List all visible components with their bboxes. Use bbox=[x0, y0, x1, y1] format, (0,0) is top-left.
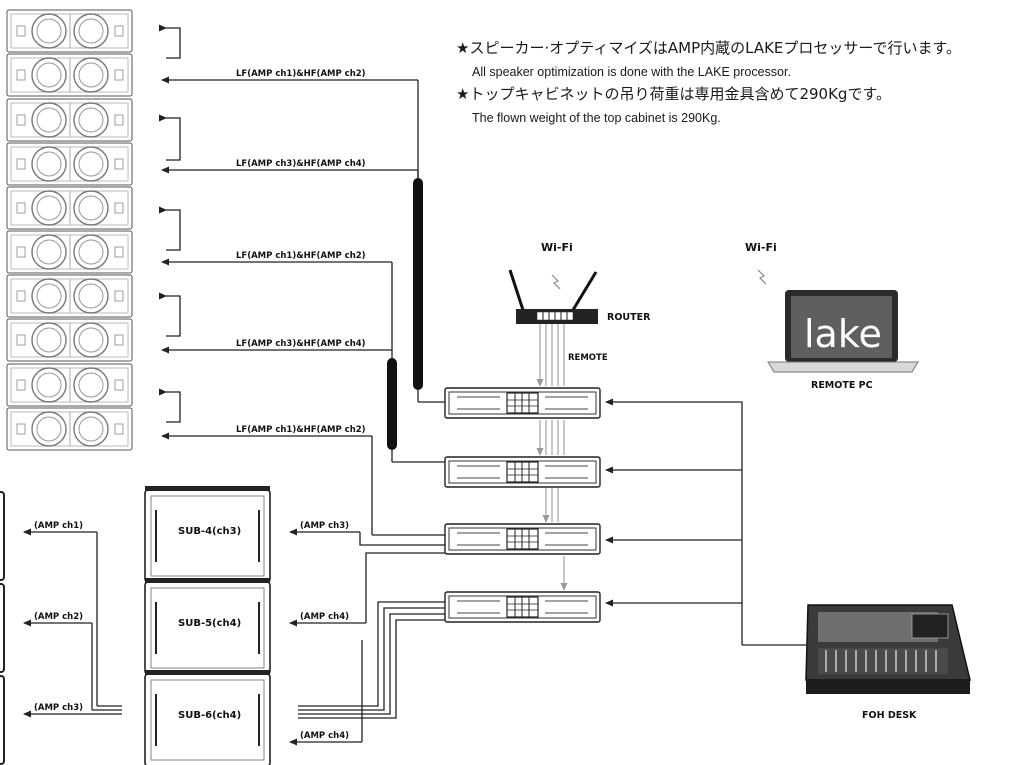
sub-feed-label: (AMP ch1) bbox=[34, 521, 83, 531]
notes-block: ★スピーカー·オプティマイズはAMP内蔵のLAKEプロセッサーで行います。 Al… bbox=[456, 38, 961, 128]
router-device bbox=[508, 269, 598, 324]
lake-logo: lake bbox=[804, 312, 882, 356]
sub-cabinet-label: SUB-5(ch4) bbox=[178, 618, 241, 629]
remote-label: REMOTE bbox=[568, 353, 608, 363]
network-links bbox=[536, 324, 568, 591]
note-jp-optimization: ★スピーカー·オプティマイズはAMP内蔵のLAKEプロセッサーで行います。 bbox=[456, 39, 961, 57]
line-array-stack bbox=[6, 9, 133, 451]
sub-feed-label: (AMP ch4) bbox=[300, 731, 349, 741]
feed-label: LF(AMP ch3)&HF(AMP ch4) bbox=[236, 339, 366, 349]
note-jp-weight: ★トップキャビネットの吊り荷重は専用金具含めて290Kgです。 bbox=[456, 85, 891, 103]
cable-bundles bbox=[387, 178, 423, 450]
amplifier-rack bbox=[444, 387, 601, 623]
sub-feed-label: (AMP ch2) bbox=[34, 612, 83, 622]
wifi-label-pc: Wi-Fi bbox=[745, 241, 777, 254]
line-array-labels: LF(AMP ch1)&HF(AMP ch2) LF(AMP ch3)&HF(A… bbox=[236, 69, 366, 435]
wifi-signal-icon bbox=[757, 269, 767, 285]
sub-feed-label: (AMP ch3) bbox=[300, 521, 349, 531]
sub-cabinet-label: SUB-6(ch4) bbox=[178, 710, 241, 721]
remote-pc-label: REMOTE PC bbox=[811, 380, 873, 391]
note-en-optimization: All speaker optimization is done with th… bbox=[472, 65, 791, 79]
left-edge-cabinets bbox=[0, 491, 5, 765]
feed-label: LF(AMP ch1)&HF(AMP ch2) bbox=[236, 425, 366, 435]
remote-pc-laptop bbox=[767, 290, 919, 373]
sub-feed-label: (AMP ch3) bbox=[34, 703, 83, 713]
wifi-signal-icon bbox=[551, 274, 561, 290]
feed-label: LF(AMP ch1)&HF(AMP ch2) bbox=[236, 251, 366, 261]
sub-feed-label: (AMP ch4) bbox=[300, 612, 349, 622]
feed-label: LF(AMP ch3)&HF(AMP ch4) bbox=[236, 159, 366, 169]
wifi-label-router: Wi-Fi bbox=[541, 241, 573, 254]
sub-feed-lines bbox=[23, 528, 445, 746]
cabinet-pair-brackets bbox=[159, 24, 181, 423]
sub-labels: (AMP ch1) (AMP ch2) (AMP ch3) (AMP ch3) … bbox=[34, 521, 349, 741]
foh-console bbox=[805, 604, 971, 694]
sub-cabinet-label: SUB-4(ch3) bbox=[178, 526, 241, 537]
control-network bbox=[605, 398, 806, 646]
note-en-weight: The flown weight of the top cabinet is 2… bbox=[472, 111, 721, 125]
router-label: ROUTER bbox=[607, 312, 651, 323]
foh-desk-label: FOH DESK bbox=[862, 710, 917, 721]
feed-label: LF(AMP ch1)&HF(AMP ch2) bbox=[236, 69, 366, 79]
line-array-feeds bbox=[161, 76, 445, 536]
